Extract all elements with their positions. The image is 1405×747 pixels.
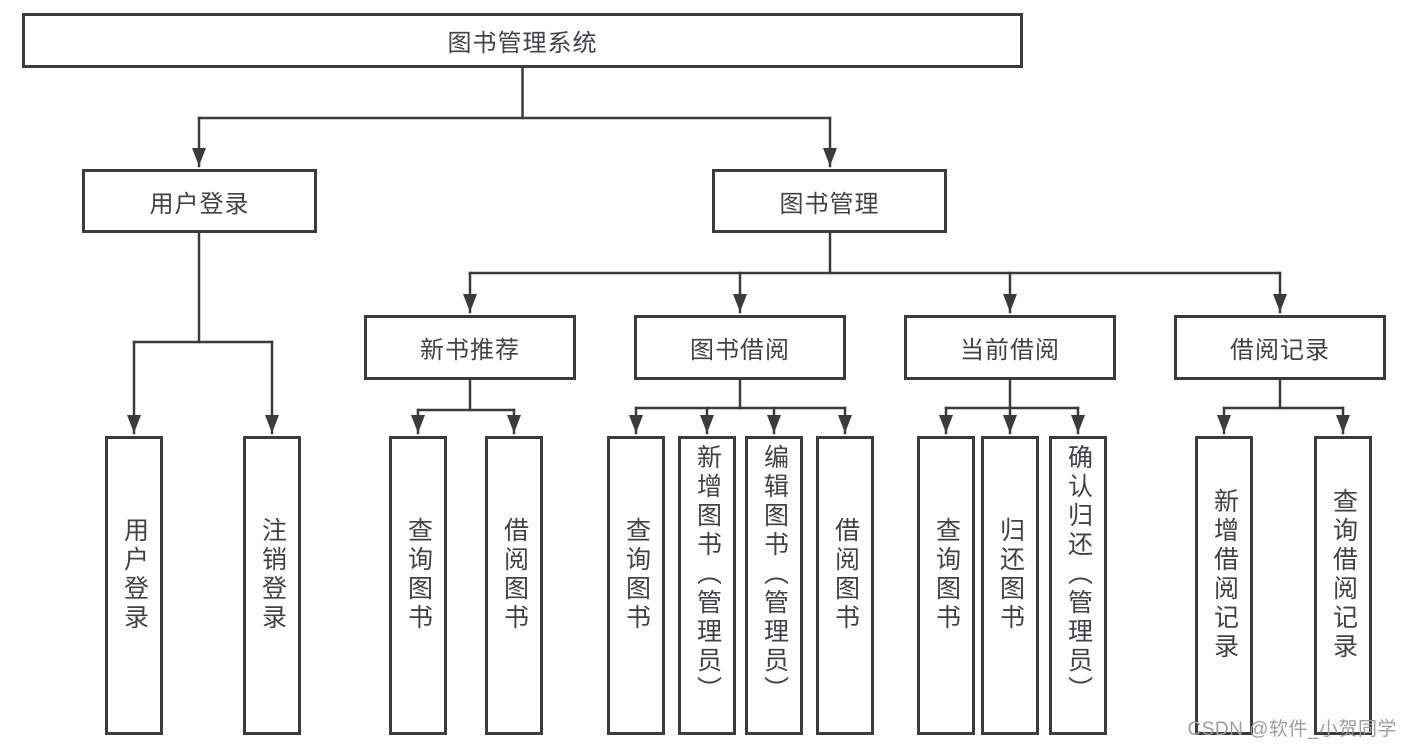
leaf-return-books: 归还图书 xyxy=(981,436,1039,735)
leaf-add-books-admin: 新增图书（管理员） xyxy=(678,436,736,735)
node-user-login: 用户登录 xyxy=(82,169,317,233)
leaf-borrow-books-recommend: 借阅图书 xyxy=(485,436,543,735)
node-new-book-recommend: 新书推荐 xyxy=(364,315,576,380)
leaf-user-login: 用户登录 xyxy=(105,436,163,735)
leaf-query-borrow-record: 查询借阅记录 xyxy=(1314,436,1372,735)
leaf-add-borrow-record: 新增借阅记录 xyxy=(1195,436,1253,735)
leaf-query-books-borrow: 查询图书 xyxy=(607,436,665,735)
node-borrow-records: 借阅记录 xyxy=(1174,315,1386,380)
leaf-borrow-books: 借阅图书 xyxy=(816,436,874,735)
leaf-logout: 注销登录 xyxy=(243,436,301,735)
node-root-library-system: 图书管理系统 xyxy=(22,13,1023,68)
leaf-query-books-current: 查询图书 xyxy=(917,436,975,735)
leaf-edit-books-admin: 编辑图书（管理员） xyxy=(745,436,803,735)
leaf-confirm-return-admin: 确认归还（管理员） xyxy=(1049,436,1107,735)
leaf-query-books-recommend: 查询图书 xyxy=(389,436,447,735)
node-current-borrow: 当前借阅 xyxy=(904,315,1116,380)
node-book-management: 图书管理 xyxy=(712,169,947,233)
watermark: CSDN @软件_小贺同学 xyxy=(1187,719,1397,740)
node-book-borrow: 图书借阅 xyxy=(634,315,846,380)
